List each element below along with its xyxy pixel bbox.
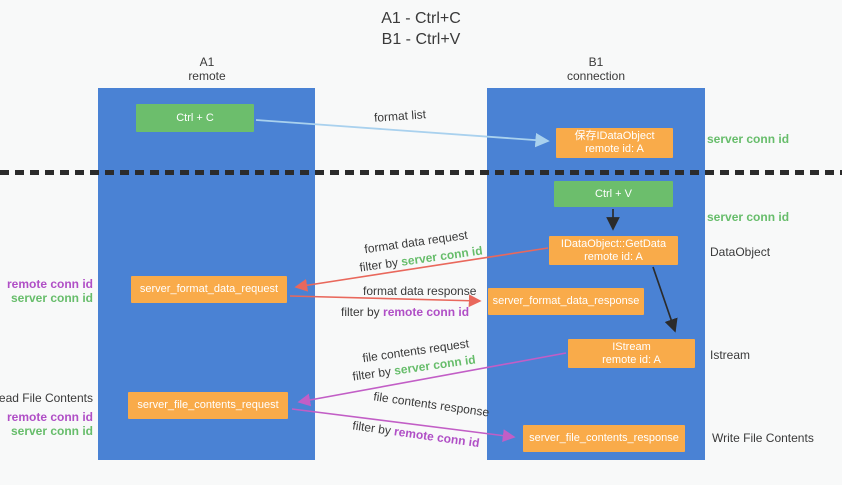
- remote-conn-id-label: remote conn id: [6, 410, 93, 424]
- filter-by-text: filter by: [351, 364, 392, 384]
- node-getdata-line2: remote id: A: [584, 250, 643, 263]
- column-b-subtitle: connection: [566, 69, 626, 83]
- diagram-title: A1 - Ctrl+C B1 - Ctrl+V: [0, 8, 842, 50]
- node-ctrl-v: Ctrl + V: [554, 181, 673, 207]
- format-data-response-label: format data response: [363, 284, 477, 298]
- server-conn-id-label-top: server conn id: [707, 132, 790, 146]
- node-server-format-data-response: server_format_data_response: [488, 288, 644, 315]
- column-a-header: A1 remote: [137, 55, 277, 83]
- file-contents-response-label: file contents response: [372, 389, 491, 420]
- title-line-2: B1 - Ctrl+V: [381, 31, 461, 48]
- server-conn-id-label-mid: server conn id: [707, 210, 790, 224]
- read-file-contents-label: Read File Contents: [0, 391, 93, 405]
- column-b-name: B1: [588, 55, 604, 69]
- node-save-idataobject-line2: remote id: A: [585, 143, 644, 155]
- format-list-label: format list: [373, 107, 427, 125]
- server-conn-id-label: server conn id: [10, 291, 93, 305]
- column-a-subtitle: remote: [188, 69, 226, 83]
- node-ctrl-c: Ctrl + C: [136, 104, 254, 132]
- node-server-format-data-request: server_format_data_request: [131, 276, 287, 303]
- node-getdata-line1: IDataObject::GetData: [560, 237, 667, 250]
- node-file-request-label: server_file_contents_request: [137, 399, 279, 411]
- write-file-contents-label: Write File Contents: [712, 431, 814, 445]
- node-istream-line2: remote id: A: [602, 353, 661, 366]
- node-format-response-label: server_format_data_response: [492, 295, 640, 307]
- filter-by-text: filter by: [341, 305, 380, 319]
- node-format-request-label: server_format_data_request: [139, 283, 279, 295]
- remote-conn-id-text: remote conn id: [383, 305, 470, 319]
- node-ctrl-v-label: Ctrl + V: [595, 187, 632, 200]
- istream-side-label: Istream: [710, 348, 751, 362]
- node-file-response-label: server_file_contents_response: [529, 432, 679, 444]
- dataobject-label: DataObject: [710, 245, 771, 259]
- column-a-name: A1: [199, 55, 215, 69]
- filter-by-remote-conn-id-label: filter by remote conn id: [341, 305, 469, 319]
- column-b-header: B1 connection: [526, 55, 666, 83]
- node-server-file-contents-response: server_file_contents_response: [523, 425, 685, 452]
- node-ctrl-c-label: Ctrl + C: [176, 111, 214, 124]
- dashed-divider-line: [0, 170, 842, 175]
- title-line-1: A1 - Ctrl+C: [381, 10, 461, 27]
- remote-conn-id-text: remote conn id: [393, 424, 481, 451]
- left-conn-ids-file: remote conn id server conn id: [7, 410, 93, 438]
- filter-by-text: filter by: [358, 255, 399, 275]
- node-istream-line1: IStream: [612, 340, 651, 353]
- node-istream: IStream remote id: A: [568, 339, 695, 368]
- remote-conn-id-label: remote conn id: [6, 277, 93, 291]
- left-conn-ids-format: remote conn id server conn id: [7, 277, 93, 305]
- node-idataobject-getdata: IDataObject::GetData remote id: A: [549, 236, 678, 265]
- node-save-idataobject-line1: 保存IDataObject: [574, 130, 655, 142]
- node-server-file-contents-request: server_file_contents_request: [128, 392, 288, 419]
- filter-by-text: filter by: [351, 418, 392, 438]
- filter-by-remote-conn-id-label: filter by remote conn id: [351, 418, 481, 451]
- node-save-idataobject: 保存IDataObject remote id: A: [556, 128, 673, 158]
- server-conn-id-label: server conn id: [10, 424, 93, 438]
